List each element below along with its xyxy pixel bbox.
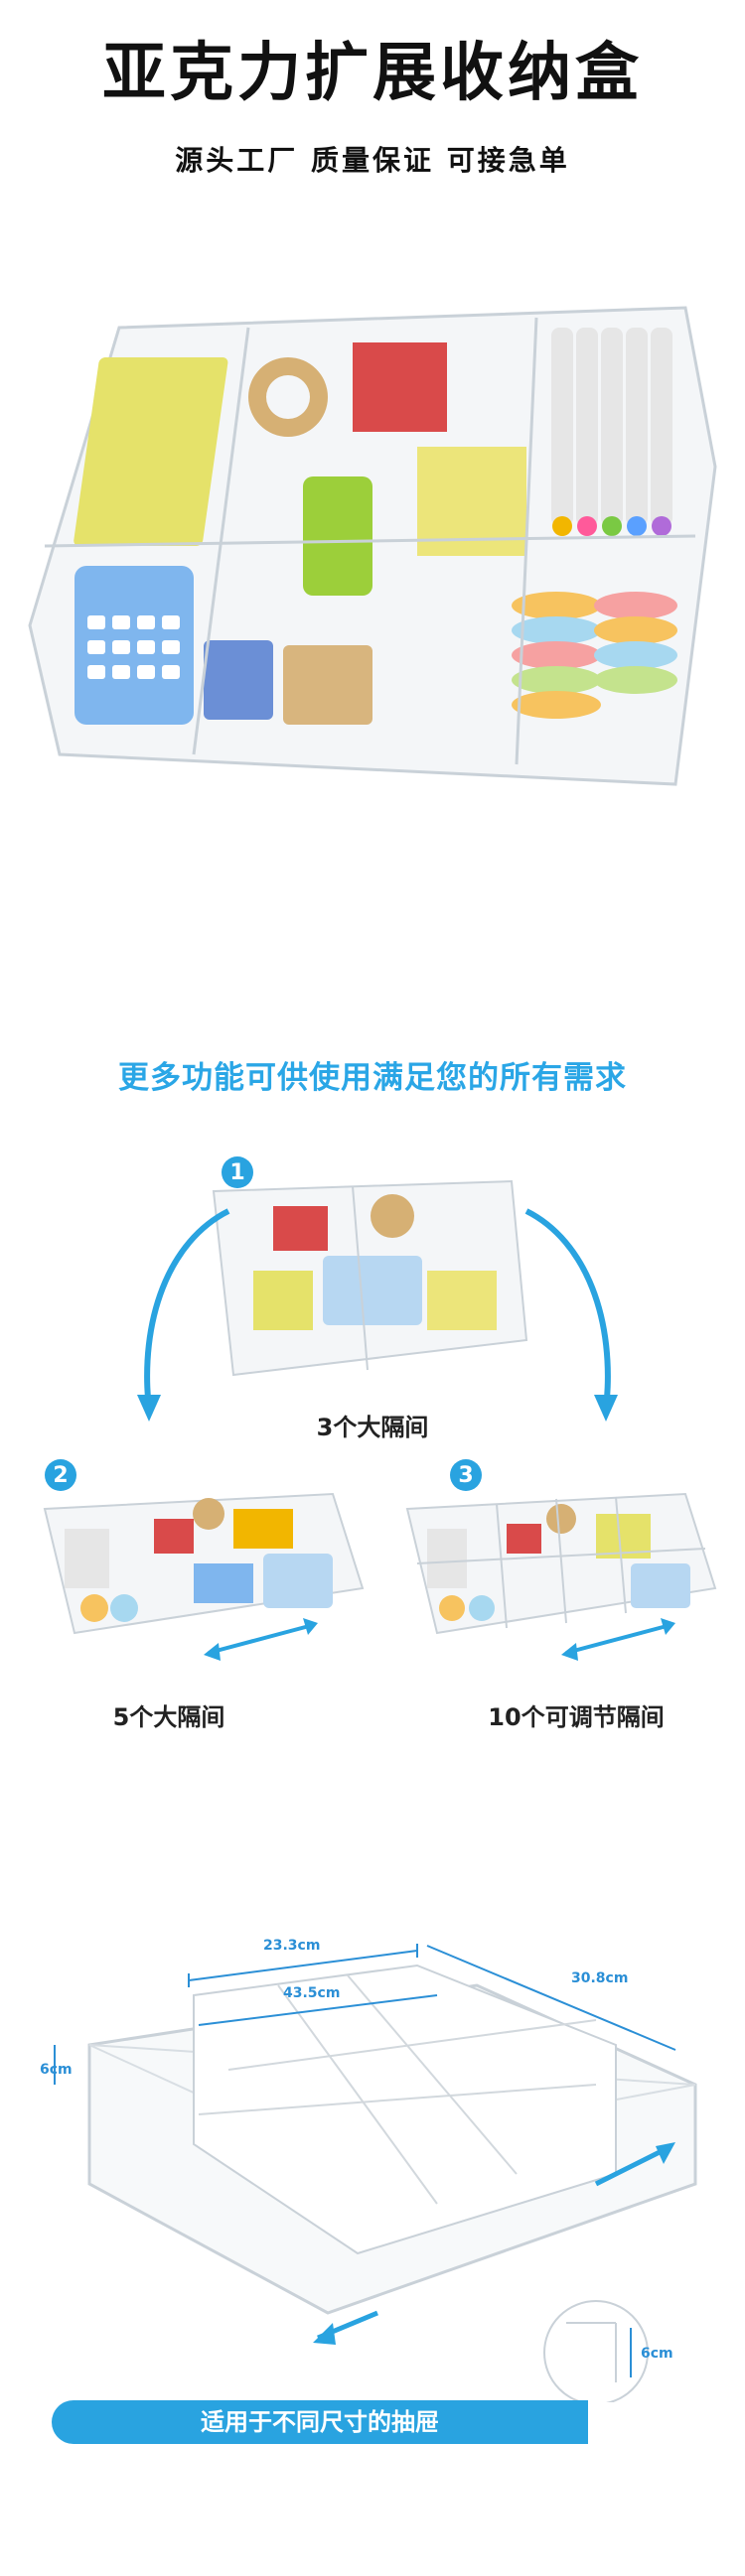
depth-label: 30.8cm [571, 1970, 629, 1986]
option-2-image [43, 1492, 365, 1635]
features-heading: 更多功能可供使用满足您的所有需求 [118, 1060, 627, 1096]
option-1-image [212, 1179, 528, 1377]
page-title: 亚克力扩展收纳盒 [102, 37, 643, 110]
height-detail-label: 6cm [641, 2346, 673, 2362]
option-1-caption: 3个大隔间 [316, 1414, 429, 1441]
outer-width-label: 43.5cm [283, 1985, 341, 2001]
left-curved-arrow [137, 1208, 230, 1422]
option-3-caption: 10个可调节隔间 [488, 1703, 665, 1731]
right-curved-arrow [524, 1208, 618, 1422]
option-3-slide-arrow [561, 1618, 675, 1661]
height-label: 6cm [40, 2062, 73, 2078]
option-2-slide-arrow [204, 1618, 318, 1661]
hero-product-image [28, 306, 717, 786]
option-2-badge: 2 [45, 1459, 76, 1491]
page-subtitle: 源头工厂 质量保证 可接急单 [175, 144, 570, 177]
option-1-badge: 1 [222, 1156, 253, 1188]
drawer-fit-banner [52, 2400, 588, 2444]
dimension-diagram [54, 1944, 697, 2402]
drawer-fit-text: 适用于不同尺寸的抽屉 [201, 2408, 439, 2436]
option-2-caption: 5个大隔间 [112, 1703, 225, 1731]
option-3-badge: 3 [450, 1459, 482, 1491]
inner-width-label: 23.3cm [263, 1938, 321, 1954]
option-3-image [405, 1492, 717, 1635]
